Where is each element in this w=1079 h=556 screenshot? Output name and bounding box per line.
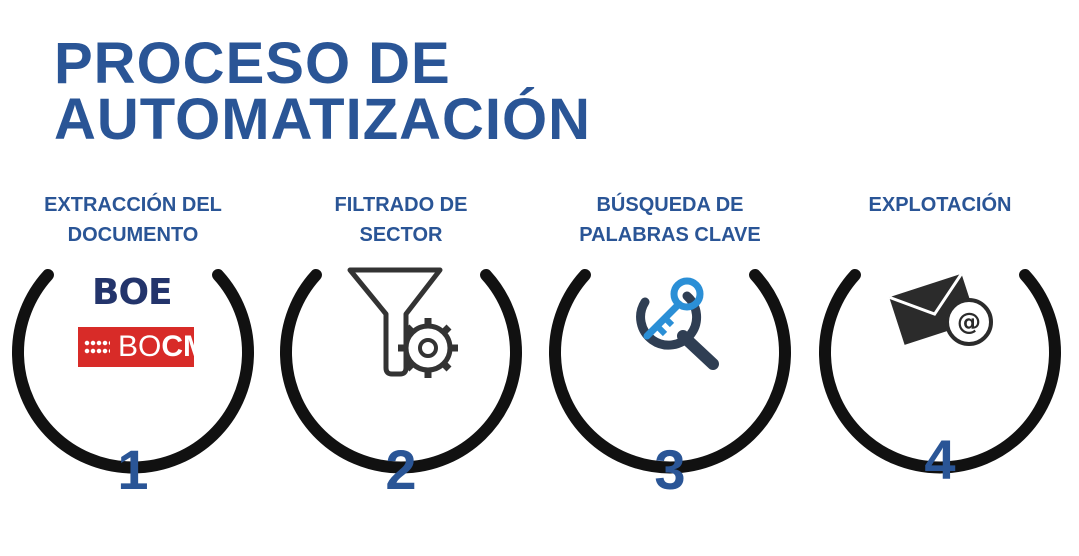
step-4-number: 4: [924, 428, 956, 491]
step-2-label: FILTRADO DE SECTOR: [334, 194, 468, 246]
ring-1: [12, 269, 254, 474]
step-1-label: EXTRACCIÓN DEL DOCUMENTO: [44, 194, 222, 246]
step-4: EXPLOTACIÓN @ 4: [815, 190, 1065, 520]
step-1-number: 1: [117, 438, 149, 501]
svg-text:@: @: [957, 308, 981, 336]
envelope-at-icon: @: [889, 272, 993, 346]
step-1: EXTRACCIÓN DEL DOCUMENTO BOE BOCM 1: [8, 190, 258, 520]
ring-2: [280, 269, 522, 474]
bocm-stars: [84, 339, 110, 355]
step-3-label: BÚSQUEDA DE PALABRAS CLAVE: [579, 194, 761, 246]
boe-logo: BOE: [92, 272, 173, 313]
step-2-number: 2: [385, 438, 417, 501]
page-title: PROCESO DE AUTOMATIZACIÓN: [54, 31, 592, 152]
boe-bocm-logos-icon: BOE BOCM: [78, 272, 208, 372]
step-3: BÚSQUEDA DE PALABRAS CLAVE 3: [545, 190, 795, 520]
ring-4: [819, 269, 1061, 474]
step-2: FILTRADO DE SECTOR 2: [276, 190, 526, 520]
ring-3: [549, 269, 791, 474]
bocm-logo: BOCM: [78, 327, 208, 367]
funnel-gear-icon: [347, 267, 458, 378]
step-4-label: EXPLOTACIÓN: [868, 194, 1012, 216]
key-magnifier-icon: [636, 277, 719, 370]
title-line-2: AUTOMATIZACIÓN: [54, 87, 592, 152]
step-3-number: 3: [654, 438, 686, 501]
title-line-1: PROCESO DE: [54, 31, 451, 96]
